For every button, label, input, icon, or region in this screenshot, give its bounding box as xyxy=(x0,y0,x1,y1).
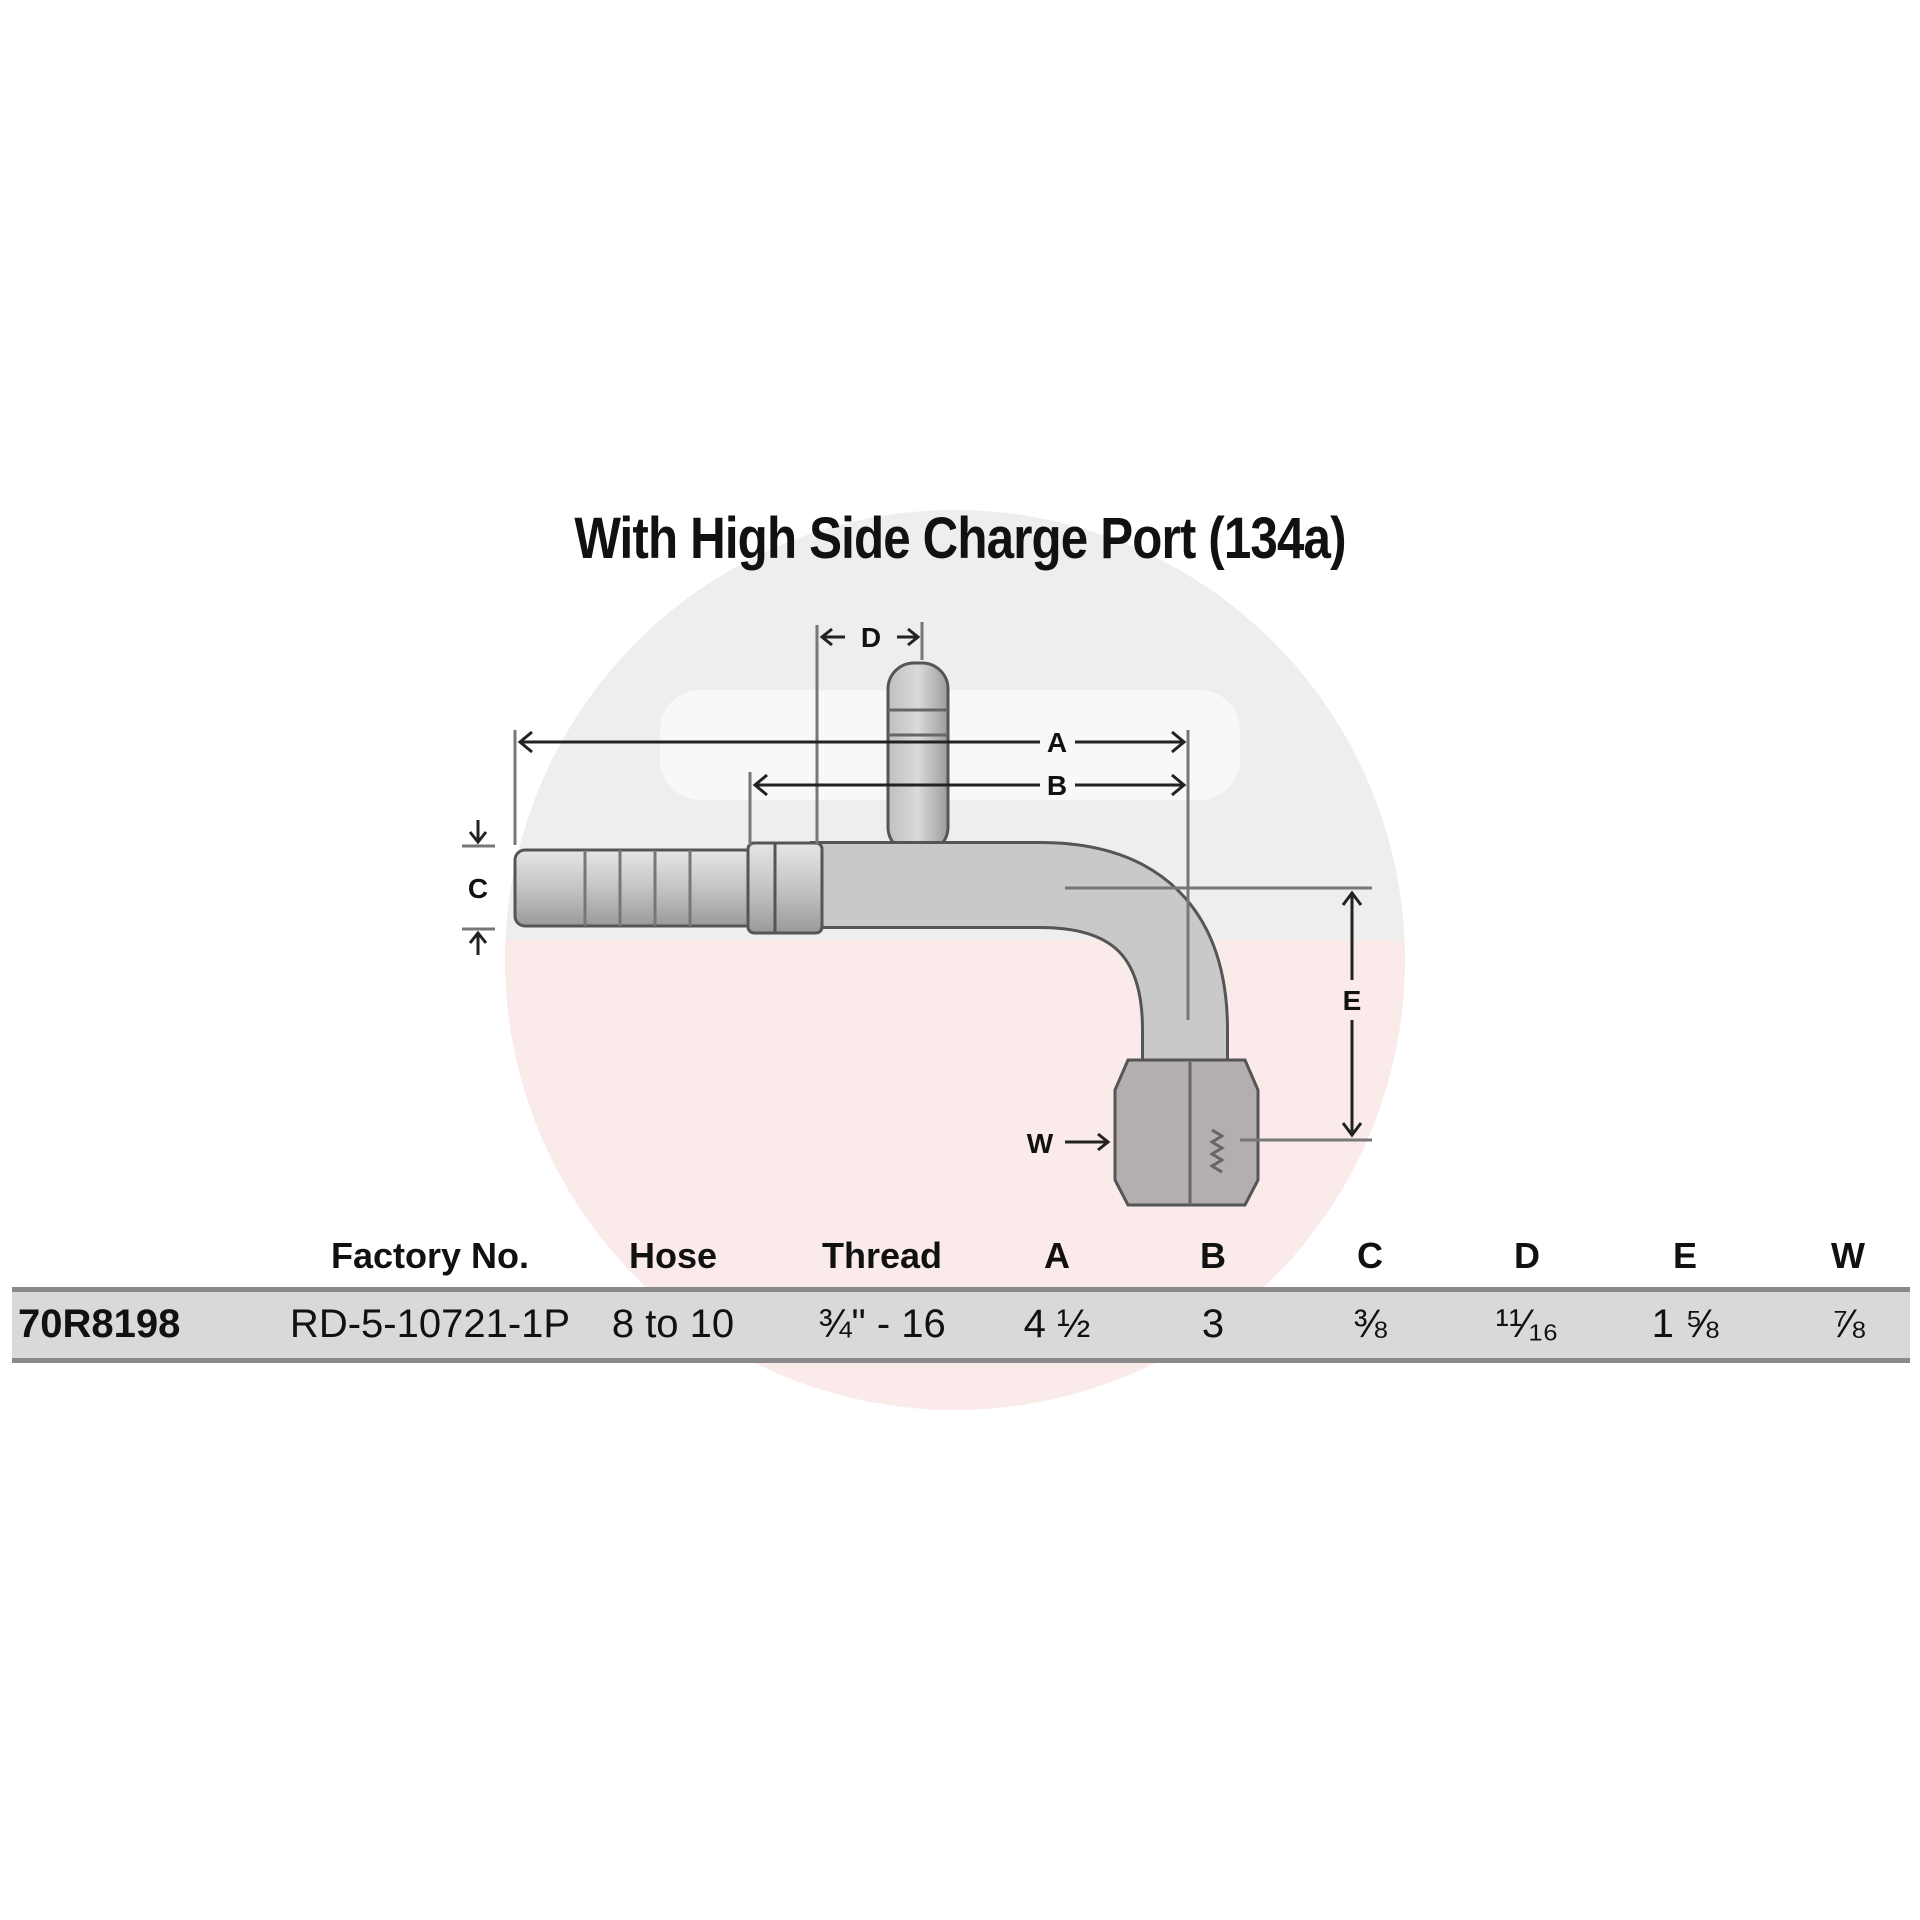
dimension-label-e: E xyxy=(1343,985,1362,1016)
spec-table: Factory No. Hose Thread A B C D E W 70R8… xyxy=(12,1225,1910,1363)
part-number: 70R8198 xyxy=(18,1302,181,1346)
cell-factory-no: RD-5-10721-1P xyxy=(289,1302,571,1346)
cell-d: ¹¹⁄₁₆ xyxy=(1495,1302,1559,1346)
header-thread: Thread xyxy=(821,1235,943,1276)
dimension-label-d: D xyxy=(861,622,881,653)
table-header: Factory No. Hose Thread A B C D E W xyxy=(12,1225,1910,1287)
dimension-lines xyxy=(462,622,1372,1152)
cell-e: 1 ⅝ xyxy=(1651,1302,1719,1346)
header-w: W xyxy=(1831,1235,1865,1276)
header-a: A xyxy=(1044,1235,1070,1276)
cell-w: ⅞ xyxy=(1831,1302,1865,1346)
header-b: B xyxy=(1200,1235,1226,1276)
cell-a: 4 ½ xyxy=(1023,1302,1091,1346)
dimension-label-b: B xyxy=(1047,770,1067,801)
dimension-label-a: A xyxy=(1047,727,1067,758)
watermark-logo-band xyxy=(660,690,1240,800)
cell-thread: ¾" - 16 xyxy=(818,1302,946,1346)
dimension-label-c: C xyxy=(468,873,488,904)
dimension-label-w: W xyxy=(1027,1128,1054,1159)
page-title: With High Side Charge Port (134a) xyxy=(574,506,1346,571)
header-e: E xyxy=(1672,1235,1698,1276)
header-c: C xyxy=(1357,1235,1383,1276)
cell-b: 3 xyxy=(1201,1302,1225,1346)
cell-c: ⅜ xyxy=(1353,1302,1387,1346)
header-d: D xyxy=(1514,1235,1540,1276)
header-factory-no: Factory No. xyxy=(330,1235,530,1276)
header-hose: Hose xyxy=(628,1235,718,1276)
table-row: 70R8198 RD-5-10721-1P 8 to 10 ¾" - 16 4 … xyxy=(12,1287,1910,1363)
cell-hose: 8 to 10 xyxy=(611,1302,735,1346)
fitting-body xyxy=(513,661,1260,1207)
